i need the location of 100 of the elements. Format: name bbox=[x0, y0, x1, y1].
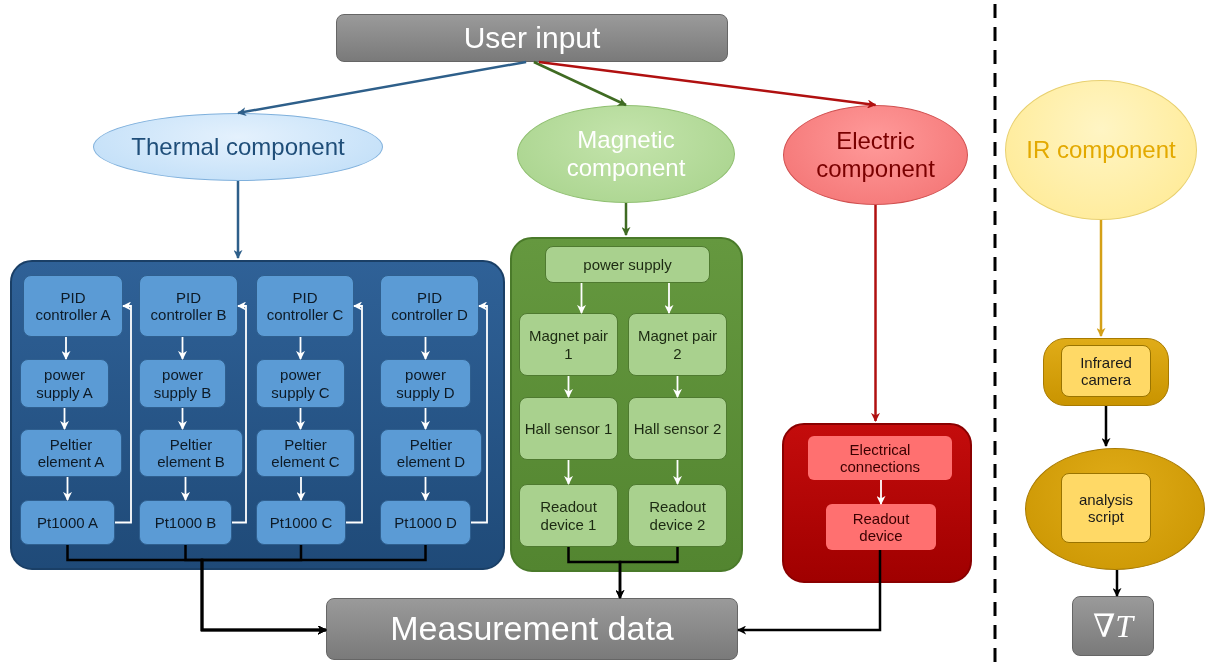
process-box bbox=[139, 359, 226, 408]
arrow bbox=[63, 476, 72, 501]
arrow bbox=[564, 459, 573, 485]
process-box bbox=[545, 246, 710, 283]
arrow bbox=[421, 336, 430, 360]
arrow bbox=[1096, 220, 1106, 337]
arrow bbox=[296, 407, 305, 430]
box-label: Pt1000 B bbox=[153, 513, 218, 532]
process-box bbox=[628, 484, 727, 547]
box-label: Magnet pair 2 bbox=[636, 327, 719, 362]
box-label: Peltier element C bbox=[270, 435, 341, 471]
arrow bbox=[1112, 570, 1122, 597]
arrow bbox=[200, 545, 427, 635]
box-label: Measurement data bbox=[389, 609, 675, 649]
process-box bbox=[256, 500, 346, 545]
arrow bbox=[871, 205, 880, 422]
arrow bbox=[296, 336, 305, 360]
box-label: Hall sensor 2 bbox=[632, 419, 723, 438]
box-label: power supply B bbox=[152, 366, 213, 401]
group-panel bbox=[510, 237, 743, 572]
box-label: PID controller A bbox=[34, 288, 112, 324]
box-label: PID controller B bbox=[149, 288, 228, 324]
process-box bbox=[20, 500, 115, 545]
arrow bbox=[237, 60, 527, 116]
arrow bbox=[673, 375, 682, 398]
arrow bbox=[533, 60, 627, 107]
arrow bbox=[1101, 406, 1111, 447]
process-box bbox=[519, 484, 618, 547]
arrow bbox=[114, 301, 132, 524]
arrow bbox=[421, 476, 430, 501]
box-label: Electric component bbox=[815, 127, 936, 183]
process-box bbox=[808, 436, 952, 480]
process-box bbox=[139, 275, 238, 337]
arrow bbox=[876, 479, 886, 505]
box-label: Electrical connections bbox=[838, 440, 922, 476]
arrow bbox=[564, 375, 573, 398]
arrow bbox=[615, 547, 679, 599]
process-box bbox=[20, 359, 109, 408]
arrow bbox=[421, 407, 430, 430]
box-label: Pt1000 D bbox=[393, 513, 458, 532]
arrow bbox=[296, 476, 306, 501]
terminal-box bbox=[326, 598, 738, 660]
box-label: Pt1000 A bbox=[36, 513, 99, 532]
process-box bbox=[628, 397, 727, 460]
box-label: Readout device bbox=[851, 509, 911, 545]
group-panel bbox=[782, 423, 972, 583]
box-label: power supply bbox=[582, 255, 673, 274]
process-box bbox=[139, 429, 243, 477]
arrow bbox=[345, 301, 363, 524]
arrow bbox=[181, 476, 190, 501]
process-box bbox=[380, 275, 479, 337]
process-box bbox=[826, 504, 936, 550]
box-label: PID controller C bbox=[265, 288, 345, 324]
box-label: Peltier element A bbox=[36, 435, 106, 471]
arrow bbox=[673, 459, 682, 485]
box-label: power supply D bbox=[395, 366, 456, 401]
box-label: Peltier element D bbox=[395, 435, 467, 471]
process-box bbox=[139, 500, 232, 545]
arrow bbox=[178, 407, 187, 430]
arrow bbox=[178, 336, 187, 360]
process-box bbox=[20, 429, 122, 477]
box-label: Hall sensor 1 bbox=[523, 419, 614, 438]
process-box bbox=[380, 359, 471, 408]
process-box bbox=[256, 429, 355, 477]
process-box bbox=[256, 275, 354, 337]
box-label: power supply A bbox=[35, 366, 94, 401]
arrow bbox=[233, 181, 243, 259]
process-box bbox=[380, 500, 471, 545]
box-label: Thermal component bbox=[130, 133, 346, 161]
box-label: IR component bbox=[1025, 136, 1177, 164]
terminal-box bbox=[336, 14, 728, 62]
arrow bbox=[231, 301, 247, 524]
box-label: User input bbox=[462, 20, 602, 56]
box-label: Infrared camera bbox=[1079, 353, 1133, 389]
arrow bbox=[737, 550, 882, 635]
process-box bbox=[628, 313, 727, 376]
process-box bbox=[519, 397, 618, 460]
box-label: ∇T bbox=[1091, 607, 1136, 645]
process-box bbox=[1061, 473, 1151, 543]
box-label: Magnetic component bbox=[565, 126, 687, 182]
arrow bbox=[60, 407, 69, 430]
group-panel bbox=[1043, 338, 1169, 406]
process-box bbox=[519, 313, 618, 376]
box-label: Pt1000 C bbox=[268, 513, 334, 532]
arrow bbox=[577, 282, 586, 314]
box-label: Peltier element B bbox=[156, 435, 226, 471]
box-label: Readout device 2 bbox=[648, 498, 707, 533]
box-label: Magnet pair 1 bbox=[527, 327, 610, 362]
process-box bbox=[1061, 345, 1151, 397]
group-panel bbox=[10, 260, 505, 570]
box-label: PID controller D bbox=[390, 288, 469, 324]
terminal-box bbox=[1072, 596, 1154, 656]
process-box bbox=[256, 359, 345, 408]
arrow bbox=[621, 203, 631, 236]
process-box bbox=[380, 429, 482, 477]
process-box bbox=[23, 275, 123, 337]
arrow bbox=[538, 60, 877, 109]
arrow bbox=[664, 282, 674, 314]
arrow bbox=[470, 301, 488, 524]
arrow bbox=[61, 336, 71, 360]
